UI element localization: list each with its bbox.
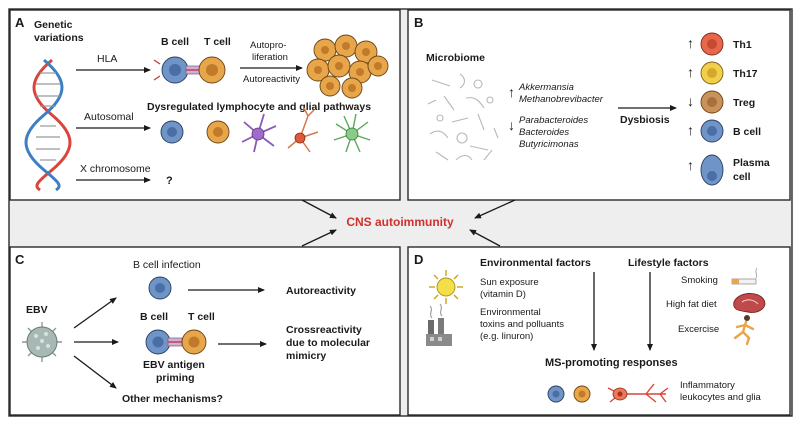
b-cell-label-c: B cell — [140, 311, 168, 323]
cns-autoimmunity-label: CNS autoimmunity — [346, 215, 454, 229]
factory-icon — [426, 303, 452, 346]
panel-c: C EBV B cell infection Autoreactivity B … — [9, 246, 401, 416]
smoking-label: Smoking — [681, 275, 718, 286]
hla-label: HLA — [97, 53, 117, 65]
b-t-cell-synapse-icon — [153, 56, 226, 84]
ebv-label: EBV — [26, 304, 48, 316]
environmental-toxins-label: Environmental toxins and polluants (e.g.… — [480, 307, 567, 342]
dysbiosis-label: Dysbiosis — [620, 114, 670, 126]
convergence-arrows — [301, 199, 516, 247]
th17-label: Th17 — [733, 68, 758, 80]
crossreactivity-label: Crossreactivity due to molecular mimicry — [286, 324, 373, 362]
sun-icon — [429, 270, 463, 304]
ebv-antigen-priming-label: EBV antigen priming — [143, 359, 208, 384]
ebv-priming-synapse-icon — [145, 329, 207, 355]
b-cell-direction: ↑ — [687, 122, 694, 138]
t-cell-subsets-list: ↑ Th1 ↑ Th17 ↓ Treg ↑ B cell ↑ Plasma ce… — [687, 32, 773, 186]
panel-d-letter: D — [414, 252, 423, 267]
other-mechanisms-label: Other mechanisms? — [122, 393, 223, 405]
proliferating-t-cells-icon — [306, 34, 389, 99]
cigarette-icon — [731, 267, 758, 285]
up-arrow-taxa: ↑ — [508, 84, 515, 100]
treg-label: Treg — [733, 97, 755, 109]
panel-a: A Genetic variations HLA B cell T cell — [9, 9, 401, 201]
panel-c-letter: C — [15, 252, 25, 267]
panel-d: D Environmental factors Lifestyle factor… — [407, 246, 791, 416]
autosomal-label: Autosomal — [84, 111, 134, 123]
ms-promoting-responses-label: MS-promoting responses — [545, 357, 678, 369]
runner-icon — [733, 315, 755, 346]
increased-taxa: Akkermansia Methanobrevibacter — [518, 82, 604, 105]
b-cell-infection-label: B cell infection — [133, 259, 201, 271]
immune-and-glial-cells-icon — [160, 107, 371, 153]
plasma-cell-label: Plasma cell — [733, 157, 773, 183]
microbiome-bacteria-icon — [427, 73, 499, 161]
ebv-virus-icon — [22, 322, 62, 362]
sun-exposure-label: Sun exposure (vitamin D) — [480, 277, 541, 300]
x-chromosome-label: X chromosome — [80, 163, 151, 175]
unknown-mechanism-mark: ? — [166, 175, 173, 187]
decreased-taxa: Parabacteroides Bacteroides Butyricimona… — [519, 115, 591, 150]
th1-label: Th1 — [733, 39, 752, 51]
panel-b-letter: B — [414, 15, 423, 30]
autoreactivity-label-c: Autoreactivity — [286, 285, 356, 297]
plasma-cell-direction: ↑ — [687, 157, 694, 173]
dna-helix-icon — [24, 58, 72, 192]
environmental-factors-heading: Environmental factors — [480, 257, 591, 269]
microbiome-label: Microbiome — [426, 52, 485, 64]
lifestyle-factors-heading: Lifestyle factors — [628, 257, 709, 269]
down-arrow-taxa: ↓ — [508, 117, 515, 133]
t-cell-label: T cell — [204, 36, 231, 48]
t-cell-label-c: T cell — [188, 311, 215, 323]
panel-a-letter: A — [15, 15, 25, 30]
autoproliferation-label: Autopro- liferation — [250, 40, 289, 63]
inflammatory-leukocytes-label: Inflammatory leukocytes and glia — [680, 380, 762, 403]
b-cell-subset-label: B cell — [733, 126, 761, 138]
th17-direction: ↑ — [687, 64, 694, 80]
th1-direction: ↑ — [687, 35, 694, 51]
exercise-label: Excercise — [678, 324, 719, 335]
steak-icon — [733, 293, 766, 313]
b-cell-label: B cell — [161, 36, 189, 48]
dysregulated-pathways-label: Dysregulated lymphocyte and glial pathwa… — [147, 101, 371, 113]
treg-direction: ↓ — [687, 93, 694, 109]
high-fat-diet-label: High fat diet — [666, 299, 717, 310]
autoreactivity-label-a: Autoreactivity — [243, 74, 300, 85]
genetic-variations-label: Genetic variations — [34, 19, 84, 44]
inflammatory-cells-icon — [547, 383, 669, 403]
panel-b: B Microbiome ↑ Akkermansia Methanobrevib… — [407, 9, 791, 201]
